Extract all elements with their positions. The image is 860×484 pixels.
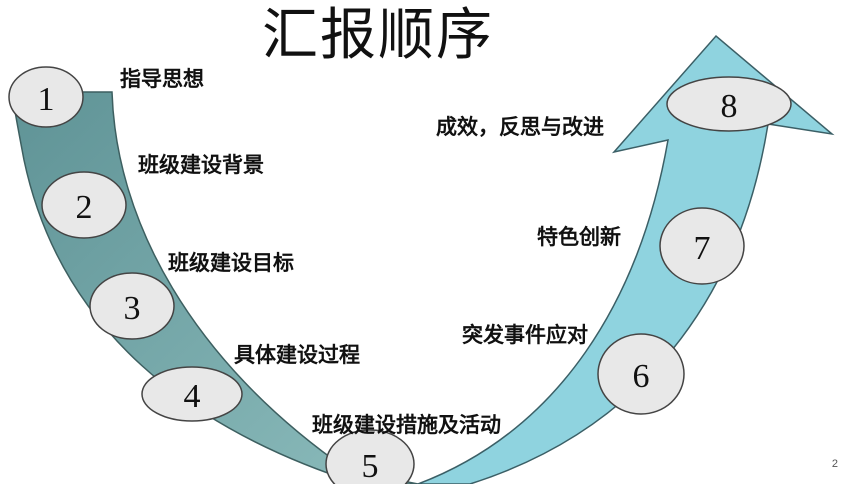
step-label-7: 特色创新	[537, 225, 621, 249]
step-label-4: 具体建设过程	[234, 343, 360, 367]
step-marker-4: 4	[141, 366, 243, 422]
step-marker-3: 3	[89, 272, 175, 340]
step-marker-1: 1	[8, 66, 84, 128]
step-marker-6: 6	[597, 333, 685, 415]
step-label-1: 指导思想	[120, 67, 204, 91]
slide-title: 汇报顺序	[262, 3, 494, 68]
step-number-6: 6	[633, 358, 650, 395]
step-label-8: 成效，反思与改进	[436, 115, 604, 139]
page-number: 2	[831, 458, 838, 470]
step-number-3: 3	[124, 290, 141, 327]
step-number-1: 1	[38, 81, 55, 118]
step-marker-8: 8	[666, 76, 792, 132]
right-curved-arrow	[417, 34, 835, 484]
step-number-7: 7	[694, 230, 711, 267]
step-number-8: 8	[721, 88, 738, 125]
step-marker-7: 7	[659, 207, 745, 285]
step-marker-5: 5	[325, 429, 415, 484]
step-number-4: 4	[184, 378, 201, 415]
step-label-6: 突发事件应对	[462, 323, 588, 347]
step-marker-2: 2	[41, 171, 127, 239]
step-number-2: 2	[76, 189, 93, 226]
step-label-3: 班级建设目标	[168, 251, 294, 275]
step-number-5: 5	[362, 448, 379, 484]
step-label-5: 班级建设措施及活动	[312, 413, 501, 437]
step-label-2: 班级建设背景	[138, 153, 264, 177]
